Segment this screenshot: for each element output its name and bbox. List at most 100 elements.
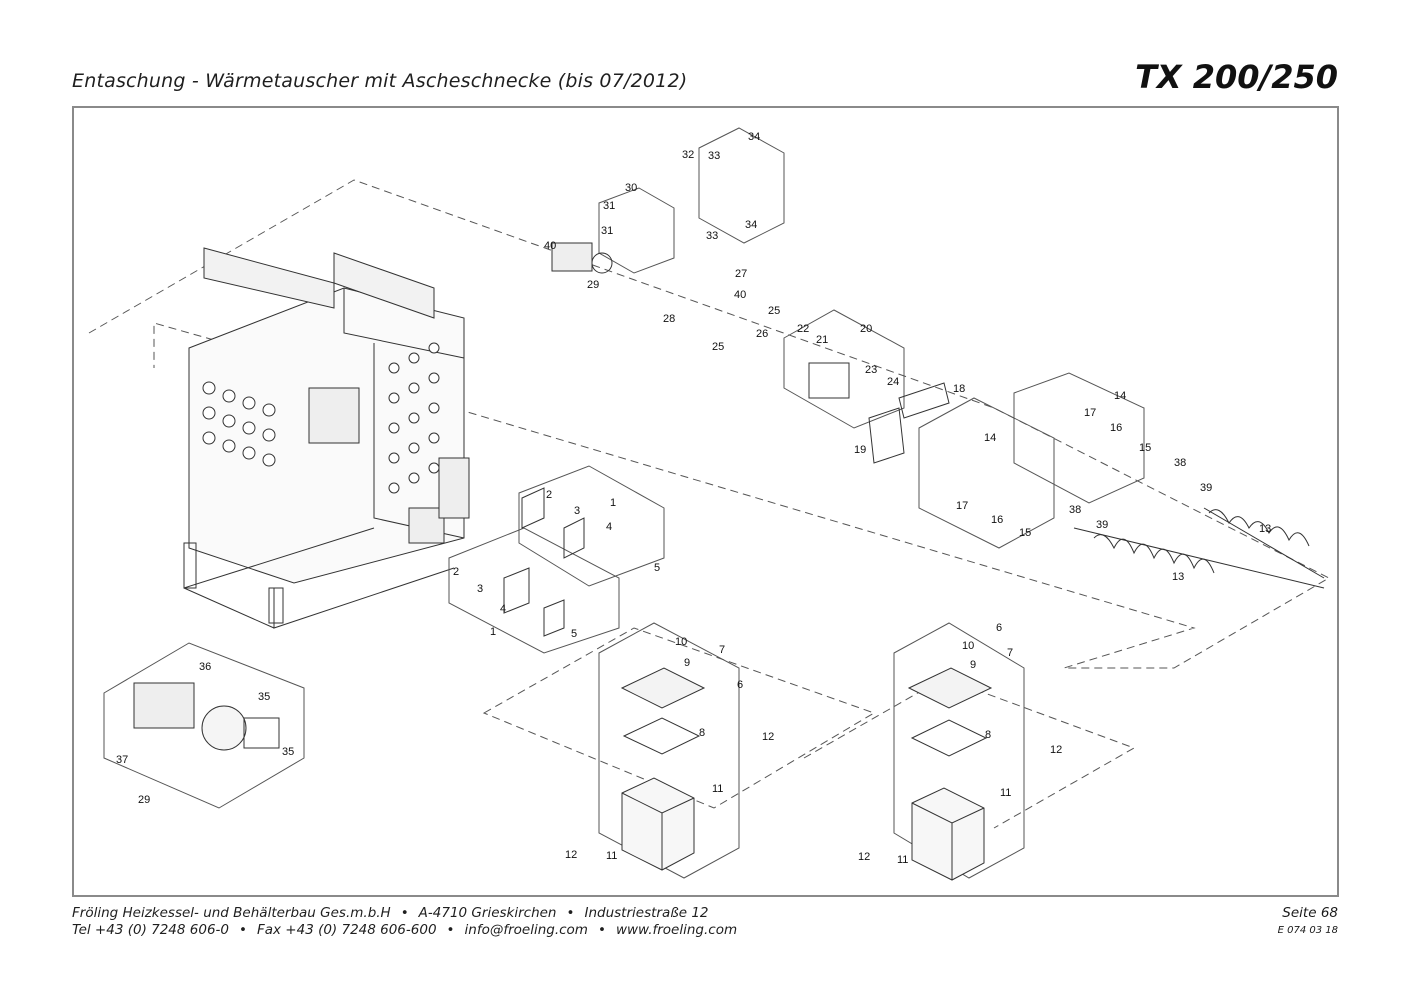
part-label: 9 [970,659,976,671]
part-label: 7 [719,644,725,656]
part-label: 5 [654,562,660,574]
part-label: 40 [734,289,746,301]
page-number: Seite 68 [1282,905,1338,921]
part-label: 8 [699,727,705,739]
part-label: 6 [737,679,743,691]
part-label: 2 [546,489,552,501]
part-label: 10 [962,640,974,652]
group-6b-frame [893,622,1025,879]
part-label: 20 [860,323,872,335]
part-label: 7 [1007,647,1013,659]
page-title: Entaschung - Wärmetauscher mit Ascheschn… [72,70,688,92]
group-6a-frame [598,622,740,879]
part-label: 1 [490,626,496,638]
part-label: 14 [984,432,996,444]
part-label: 3 [477,583,483,595]
part-label: 23 [865,364,877,376]
part-label: 16 [991,514,1003,526]
part-label: 17 [1084,407,1096,419]
footer-company: Fröling Heizkessel- und Behälterbau Ges.… [72,905,391,921]
ash-screw-1 [1073,507,1325,589]
part-label: 16 [1110,422,1122,434]
part-label: 12 [762,731,774,743]
part-label: 21 [816,334,828,346]
part-label: 11 [1000,787,1011,799]
footer-street: Industriestraße 12 [584,905,709,921]
exchanger-holes [202,342,440,494]
exploded-parts-drawing: 1 1 2 2 3 3 4 4 5 5 6 6 7 7 8 8 9 9 10 1… [72,106,1339,897]
footer-company-line: Fröling Heizkessel- und Behälterbau Ges.… [72,905,709,921]
group-14a-frame [918,397,1055,549]
part-label: 11 [606,850,617,862]
footer-tel: Tel +43 (0) 7248 606-0 [72,922,229,938]
part-label: 32 [682,149,694,161]
footer-email[interactable]: info@froeling.com [464,922,588,938]
part-label: 5 [571,628,577,640]
part-label: 15 [1139,442,1151,454]
part-label: 31 [603,200,615,212]
part-label: 34 [748,131,760,143]
footer-contact-line: Tel +43 (0) 7248 606-0•Fax +43 (0) 7248 … [72,922,738,938]
part-label: 6 [996,622,1002,634]
group-32-frame [698,127,785,244]
heat-exchanger-body [188,247,470,584]
part-label: 37 [116,754,128,766]
part-label: 11 [712,783,723,795]
document-code: E 074 03 18 [1277,925,1338,936]
part-label: 3 [574,505,580,517]
part-label: 38 [1174,457,1186,469]
part-labels: 1 1 2 2 3 3 4 4 5 5 6 6 7 7 8 8 9 9 10 1… [116,131,1271,866]
group-14b-frame [1013,372,1145,504]
ash-container-a [620,667,706,871]
part-label: 29 [138,794,150,806]
part-label: 33 [708,150,720,162]
dashed-outline-floor [482,627,876,809]
part-label: 1 [610,497,616,509]
motor-gear-29 [133,242,613,751]
flanges [503,362,950,637]
part-label: 19 [854,444,866,456]
part-label: 22 [797,323,809,335]
part-label: 36 [199,661,211,673]
part-label: 13 [1259,523,1271,535]
part-label: 18 [953,383,965,395]
group-1-frame [448,527,620,654]
part-label: 35 [258,691,270,703]
part-label: 13 [1172,571,1184,583]
part-label: 8 [985,729,991,741]
footer-city: A-4710 Grieskirchen [418,905,557,921]
part-label: 15 [1019,527,1031,539]
part-label: 33 [706,230,718,242]
part-label: 4 [606,521,612,533]
part-label: 4 [500,603,506,615]
dashed-outline-floor-2 [803,677,1136,829]
part-label: 12 [565,849,577,861]
part-label: 2 [453,566,459,578]
group-29-frame [103,642,305,809]
part-label: 31 [601,225,613,237]
part-label: 26 [756,328,768,340]
part-label: 10 [675,636,687,648]
footer-fax: Fax +43 (0) 7248 606-600 [256,922,437,938]
part-label: 11 [897,854,908,866]
ash-container-b [907,667,993,881]
part-label: 29 [587,279,599,291]
part-label: 14 [1114,390,1126,402]
part-label: 34 [745,219,757,231]
part-label: 24 [887,376,899,388]
part-label: 39 [1200,482,1212,494]
part-label: 17 [956,500,968,512]
part-label: 39 [1096,519,1108,531]
drawing-canvas: 1 1 2 2 3 3 4 4 5 5 6 6 7 7 8 8 9 9 10 1… [88,127,1331,881]
part-label: 12 [1050,744,1062,756]
group-1b-frame [518,465,665,587]
part-label: 40 [544,240,556,252]
part-label: 35 [282,746,294,758]
footer-web[interactable]: www.froeling.com [615,922,738,938]
part-label: 25 [768,305,780,317]
part-label: 30 [625,182,637,194]
support-frame [183,527,455,629]
part-label: 25 [712,341,724,353]
group-20-frame [783,309,905,429]
model-title: TX 200/250 [1135,58,1338,96]
